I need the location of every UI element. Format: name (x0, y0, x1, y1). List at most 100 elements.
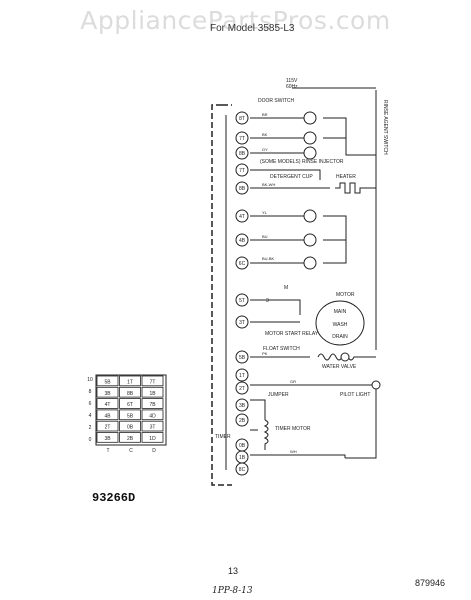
timer-terminal (235, 163, 249, 177)
pilot-light-symbol (371, 380, 381, 390)
timer-enclosure-left (211, 104, 232, 486)
chart-cell (96, 375, 119, 387)
supply-label: 115V (286, 78, 298, 84)
switch-terminal (303, 209, 317, 223)
chart-cell (119, 398, 141, 409)
wire-color-label: GY (262, 147, 268, 152)
switch-terminal (303, 111, 317, 125)
reference-number: 879946 (415, 578, 446, 588)
terminal-label: 6C (239, 261, 246, 267)
motor-winding-label: WASH (333, 322, 348, 328)
part-number: 93266D (92, 491, 136, 505)
chart-cell-label: 5B (104, 380, 111, 386)
chart-cell-label: 8B (127, 391, 134, 397)
handwritten-note: 1PP-8-13 (212, 586, 253, 596)
chart-cell (141, 420, 164, 432)
terminal-label: 1T (239, 373, 245, 379)
chart-cell (96, 386, 119, 398)
chart-cell (141, 432, 164, 443)
terminal-label: 8B (239, 186, 246, 192)
supply-label: 60Hz (286, 84, 298, 90)
chart-cell (96, 398, 119, 409)
terminal-label: 8B (239, 151, 246, 157)
terminal-label: 7T (239, 168, 245, 174)
chart-column-label: T (106, 448, 109, 454)
chart-cell-label: 0B (127, 425, 134, 431)
switch-terminal (303, 256, 317, 270)
chart-cell (119, 375, 141, 387)
chart-cell-label: 7T (150, 380, 156, 386)
rinse-agent-label: RINSE AGENT SWITCH (382, 100, 388, 155)
terminal-label: 3B (239, 403, 246, 409)
wire-color-label: PK (262, 351, 268, 356)
model-label: For Model 3585-L3 (210, 23, 295, 34)
chart-column-label: D (152, 448, 156, 454)
wire-color-label: WH (290, 449, 297, 454)
timer-terminal (235, 350, 249, 364)
timer-terminal (235, 368, 249, 382)
chart-cell-label: 5B (127, 413, 134, 419)
timer-terminal (235, 146, 249, 160)
timer-terminal (235, 209, 249, 223)
terminal-label: 7T (239, 136, 245, 142)
chart-cell (96, 420, 119, 432)
switch-terminal (303, 146, 317, 160)
watermark-text: AppliancePartsPros.com (80, 6, 391, 35)
rinse-injector-label: (SOME MODELS) RINSE INJECTOR (260, 159, 344, 165)
chart-cell (119, 420, 141, 432)
terminal-label: 0B (239, 443, 246, 449)
relay-marker: M (284, 285, 288, 291)
timer-terminal (235, 256, 249, 270)
relay-value: 3 (266, 298, 269, 304)
timer-terminal (235, 233, 249, 247)
wire-color-label: GR (290, 379, 296, 384)
jumper-label: JUMPER (268, 392, 289, 398)
timer-terminal (235, 181, 249, 195)
timer-terminal (235, 413, 249, 427)
chart-row-label: 4 (89, 413, 92, 419)
chart-cell (141, 375, 164, 387)
door-switch-label: DOOR SWITCH (258, 98, 294, 104)
terminal-label: 8T (239, 116, 245, 122)
terminal-label: 4B (239, 238, 246, 244)
timer-terminal-group (235, 111, 317, 476)
terminal-label: 8C (239, 467, 246, 473)
chart-cell (141, 386, 164, 398)
wire-color-label: BK-WH (262, 182, 275, 187)
chart-cell (119, 432, 141, 443)
timer-terminal (235, 131, 249, 145)
heater-element (335, 182, 376, 194)
switch-terminal (303, 131, 317, 145)
wire-color-label: BU-BK (262, 256, 275, 261)
chart-column-label: C (129, 448, 133, 454)
motor-label: MOTOR (336, 292, 355, 298)
detergent-cup-label: DETERGENT CUP (270, 174, 313, 180)
terminal-label: 5T (239, 298, 245, 304)
motor-winding-label: DRAIN (332, 334, 348, 340)
chart-cell-label: 1B (149, 391, 156, 397)
chart-cell (119, 409, 141, 421)
pilot-light-label: PILOT LIGHT (340, 392, 370, 398)
wire-color-label: BR (262, 112, 268, 117)
chart-row-label: 10 (87, 377, 93, 383)
terminal-label: 3T (239, 320, 245, 326)
chart-cell-label: 2T (105, 425, 111, 431)
chart-cell-label: 3B (104, 391, 111, 397)
terminal-label: 2T (239, 386, 245, 392)
timer-label: TIMER (215, 434, 231, 440)
chart-cell-label: 4B (104, 413, 111, 419)
chart-row-label: 8 (89, 389, 92, 395)
timer-terminal (235, 462, 249, 476)
wire-color-label: BU (262, 234, 268, 239)
motor-start-relay-label: MOTOR START RELAY (265, 331, 319, 337)
timer-terminal (235, 398, 249, 412)
timer-terminal (235, 111, 249, 125)
chart-row-label: 6 (89, 401, 92, 407)
timer-motor-coil (263, 419, 269, 450)
switch-terminal (303, 233, 317, 247)
chart-row-label: 0 (89, 437, 92, 443)
water-valve-label: WATER VALVE (322, 364, 357, 370)
timer-terminal (235, 381, 249, 395)
